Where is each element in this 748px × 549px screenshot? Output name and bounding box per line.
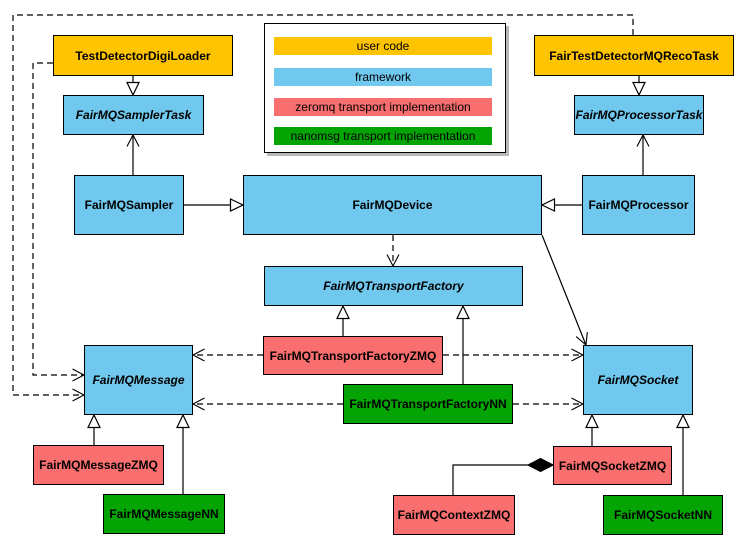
legend-label: zeromq transport implementation — [295, 100, 471, 114]
node-fairmq-device: FairMQDevice — [243, 175, 542, 235]
edge-contextzmq-socketzmq-composition — [452, 464, 528, 495]
node-fairmq-context-zmq: FairMQContextZMQ — [393, 495, 515, 535]
node-fairmq-message: FairMQMessage — [84, 345, 193, 415]
legend-item-zeromq: zeromq transport implementation — [274, 98, 492, 116]
legend-item-nanomsg: nanomsg transport implementation — [274, 127, 492, 145]
node-fair-test-detector-mq-reco-task: FairTestDetectorMQRecoTask — [534, 35, 734, 76]
node-fairmq-socket-nn: FairMQSocketNN — [603, 495, 723, 535]
legend-label: user code — [356, 39, 410, 53]
node-fairmq-processor-task: FairMQProcessorTask — [574, 95, 704, 135]
node-fairmq-transport-factory-zmq: FairMQTransportFactoryZMQ — [263, 336, 443, 375]
node-fairmq-socket: FairMQSocket — [583, 345, 693, 415]
edge-device-socket-association — [541, 234, 588, 347]
legend-label: nanomsg transport implementation — [290, 129, 476, 143]
composition-diamond — [526, 457, 555, 473]
legend: user code framework zeromq transport imp… — [264, 23, 506, 153]
node-fairmq-sampler: FairMQSampler — [74, 175, 184, 235]
node-fairmq-message-nn: FairMQMessageNN — [103, 494, 225, 534]
edge-recotask-message-dependency — [12, 14, 634, 402]
node-fairmq-message-zmq: FairMQMessageZMQ — [33, 445, 164, 485]
node-fairmq-processor: FairMQProcessor — [582, 175, 695, 235]
node-fairmq-sampler-task: FairMQSamplerTask — [63, 95, 204, 135]
legend-item-user-code: user code — [274, 37, 492, 55]
node-fairmq-transport-factory: FairMQTransportFactory — [264, 266, 523, 306]
legend-label: framework — [354, 70, 411, 84]
node-test-detector-digi-loader: TestDetectorDigiLoader — [53, 35, 233, 76]
edge-digiloader-message-dependency — [32, 62, 86, 382]
legend-item-framework: framework — [274, 68, 492, 86]
node-fairmq-socket-zmq: FairMQSocketZMQ — [553, 446, 672, 485]
node-fairmq-transport-factory-nn: FairMQTransportFactoryNN — [343, 384, 513, 424]
